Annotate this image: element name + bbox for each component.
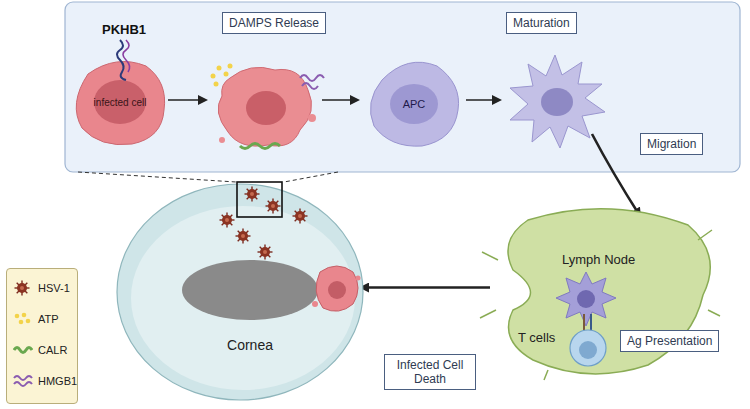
legend-icon — [13, 279, 33, 297]
step-box: Infected Cell Death — [384, 354, 476, 390]
step-label: DAMPS Release — [229, 16, 319, 30]
infected-cell: infected cell — [68, 52, 168, 148]
legend-text: HSV-1 — [38, 282, 70, 294]
legend-panel: HSV-1ATP CALR HMGB1 — [6, 268, 78, 404]
cell-label: T cells — [518, 330, 555, 345]
step-box: DAMPS Release — [222, 12, 326, 34]
legend-icon — [13, 341, 33, 359]
cornea-outline — [115, 180, 365, 402]
step-box: Migration — [640, 133, 703, 155]
legend-text: HMGB1 — [38, 375, 77, 387]
legend-icon — [13, 372, 33, 390]
step-box: Ag Presentation — [620, 330, 719, 352]
legend-entry: ATP — [13, 310, 59, 328]
step-label: Infected Cell Death — [391, 358, 469, 386]
legend-icon — [13, 310, 33, 328]
step-label: Migration — [647, 137, 696, 151]
peptide-label: PKHB1 — [102, 22, 146, 37]
legend-entry: CALR — [13, 341, 67, 359]
cornea: Cornea — [115, 180, 365, 402]
legend-text: CALR — [38, 344, 67, 356]
step-box: Maturation — [506, 12, 577, 34]
flow-arrow — [361, 286, 490, 288]
organ-label: Lymph Node — [562, 252, 635, 267]
step-label: Maturation — [513, 16, 570, 30]
legend-entry: HMGB1 — [13, 372, 77, 390]
cell-label: APC — [403, 98, 426, 110]
cell-label: infected cell — [94, 97, 147, 108]
step-label: Ag Presentation — [627, 334, 712, 348]
legend-text: ATP — [38, 313, 59, 325]
region-label: Cornea — [227, 337, 273, 353]
legend-entry: HSV-1 — [13, 279, 70, 297]
apc-cell: APC — [362, 50, 466, 150]
